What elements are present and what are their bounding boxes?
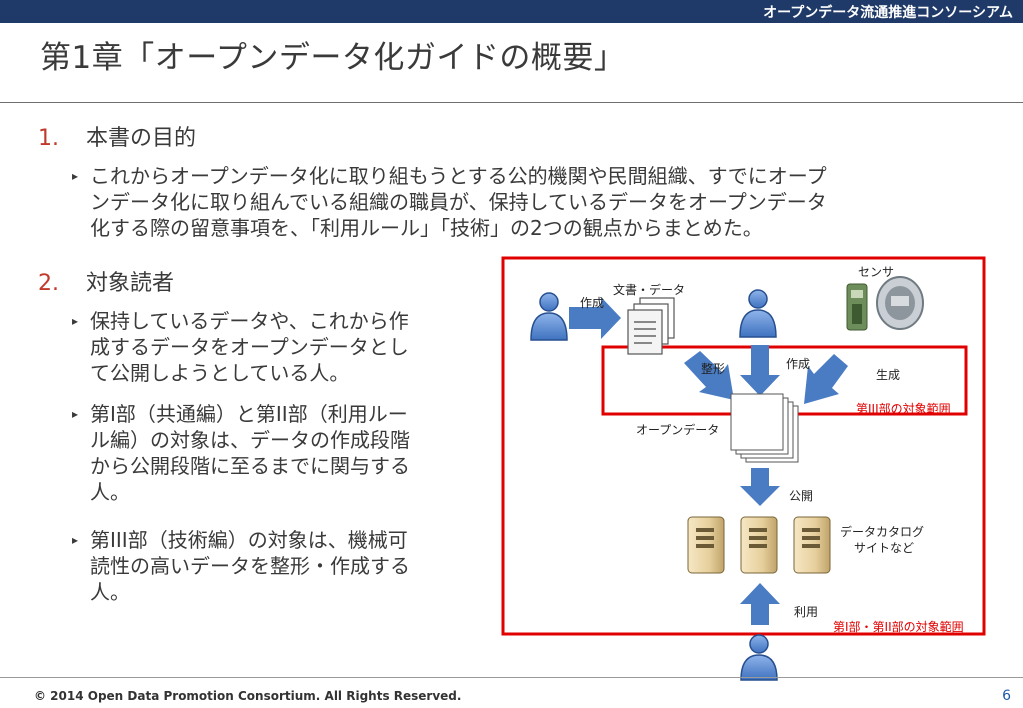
bullet-line: 人。 — [90, 480, 130, 504]
scope-box-part1-2 — [501, 256, 986, 636]
bullet-line: て公開しようとしている人。 — [90, 361, 350, 385]
open-data-document-icon — [730, 393, 799, 463]
bullet-line: 第I部（共通編）と第II部（利用ルー — [90, 402, 408, 426]
bullet-line: 第III部（技術編）の対象は、機械可 — [90, 528, 408, 552]
section-1-bullet-1: ▸ これからオープンデータ化に取り組もうとする公的機関や民間組織、すでにオープ … — [72, 163, 990, 241]
bullet-marker-icon: ▸ — [72, 533, 79, 547]
label-use: 利用 — [794, 605, 819, 619]
section-1-title: 本書の目的 — [86, 126, 197, 151]
bullet-line: 人。 — [90, 580, 130, 604]
arrow-right-icon — [569, 297, 621, 339]
bullet-line: ンデータ化に取り組んでいる組織の職員が、保持しているデータをオープンデータ — [90, 190, 827, 214]
server-icon — [740, 516, 778, 574]
section-2-bullet-3: ▸ 第III部（技術編）の対象は、機械可 読性の高いデータを整形・作成する 人。 — [72, 527, 490, 605]
copyright-notice: © 2014 Open Data Promotion Consortium. A… — [34, 689, 462, 703]
label-documents: 文書・データ — [613, 283, 686, 297]
section-2-heading: 2. 対象読者 — [38, 265, 174, 297]
arrow-down-icon — [740, 345, 780, 396]
document-stack-icon — [627, 297, 675, 355]
label-scope-part3: 第III部の対象範囲 — [856, 402, 951, 416]
bullet-marker-icon: ▸ — [72, 407, 79, 421]
section-2-title: 対象読者 — [86, 271, 175, 296]
bullet-marker-icon: ▸ — [72, 314, 79, 328]
label-sensor: センサ — [858, 265, 895, 279]
title-divider — [0, 102, 1023, 103]
bullet-line: 読性の高いデータを整形・作成する — [90, 554, 410, 578]
label-scope-part1-2: 第I部・第II部の対象範囲 — [833, 620, 964, 634]
label-open-data: オープンデータ — [636, 423, 720, 437]
label-publish: 公開 — [789, 489, 814, 503]
section-1-heading: 1. 本書の目的 — [38, 120, 196, 152]
person-icon — [739, 289, 777, 338]
bullet-line: 保持しているデータや、これから作 — [90, 309, 409, 333]
section-2-bullet-1: ▸ 保持しているデータや、これから作 成するデータをオープンデータとし て公開し… — [72, 308, 490, 386]
label-shape: 整形 — [701, 362, 726, 376]
bullet-line: ル編）の対象は、データの作成段階 — [90, 428, 410, 452]
page-number: 6 — [1002, 688, 1011, 704]
section-2-number: 2. — [38, 271, 59, 296]
footer-divider — [0, 677, 1023, 678]
label-create-left: 作成 — [580, 296, 605, 310]
label-catalog-line1: データカタログ — [840, 525, 925, 539]
server-icon — [687, 516, 725, 574]
sensor-icon — [846, 276, 924, 331]
label-catalog-line2: サイトなど — [854, 541, 915, 555]
person-icon — [740, 634, 778, 681]
label-generate: 生成 — [876, 368, 901, 382]
arrow-down-right-icon — [684, 351, 734, 400]
arrow-up-icon — [740, 583, 780, 625]
section-1-number: 1. — [38, 126, 59, 151]
bullet-line: これからオープンデータ化に取り組もうとする公的機関や民間組織、すでにオープ — [90, 164, 827, 188]
bullet-line: 化する際の留意事項を、「利用ルール」「技術」の2つの観点からまとめた。 — [90, 216, 763, 240]
header-bar: オープンデータ流通推進コンソーシアム — [0, 0, 1023, 23]
person-icon — [530, 292, 568, 341]
label-create-center: 作成 — [786, 357, 811, 371]
bullet-line: から公開段階に至るまでに関与する — [90, 454, 410, 478]
server-icon — [793, 516, 831, 574]
arrow-down-left-icon — [804, 354, 848, 404]
section-2-bullet-2: ▸ 第I部（共通編）と第II部（利用ルー ル編）の対象は、データの作成段階 から… — [72, 401, 490, 505]
organization-name: オープンデータ流通推進コンソーシアム — [763, 5, 1013, 21]
arrow-down-icon — [740, 468, 780, 506]
bullet-line: 成するデータをオープンデータとし — [90, 335, 409, 359]
slide-title: 第1章「オープンデータ化ガイドの概要」 — [40, 40, 626, 76]
bullet-marker-icon: ▸ — [72, 169, 79, 183]
